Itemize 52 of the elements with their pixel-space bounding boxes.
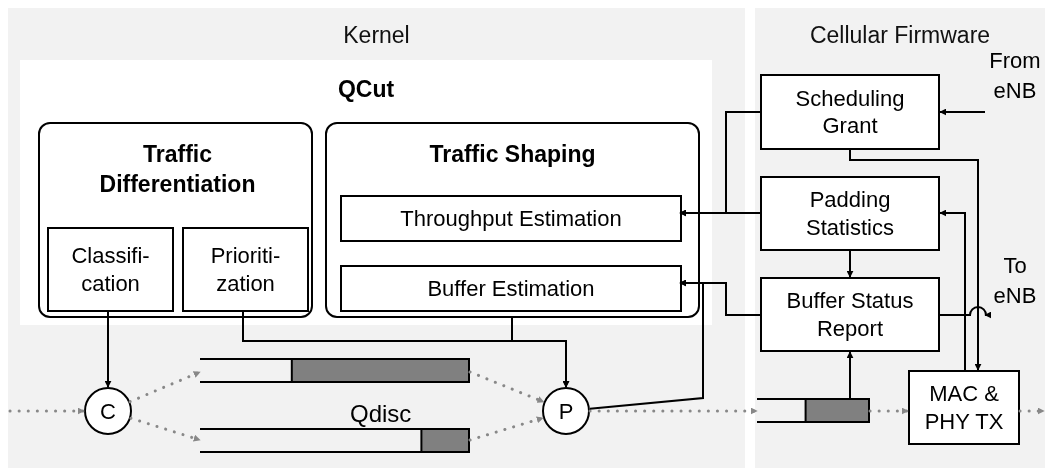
process-box <box>760 176 940 251</box>
dotted-arrow <box>129 416 202 442</box>
arrow <box>846 351 854 399</box>
heading: QCut <box>336 75 396 104</box>
process-box <box>47 227 174 312</box>
box-label: C <box>100 397 116 426</box>
arrow <box>939 209 966 371</box>
heading: Traffic Differentiation <box>98 140 257 199</box>
process-box <box>340 265 682 312</box>
process-box <box>182 227 309 312</box>
component-box <box>325 122 700 318</box>
queue-bar <box>200 428 470 453</box>
box-label: Buffer Status Report <box>785 287 915 342</box>
arrow <box>939 306 992 319</box>
box-label: P <box>558 397 574 426</box>
queue-label: Qdisc <box>350 399 412 429</box>
arrow <box>846 250 854 278</box>
firmware-panel <box>755 8 1045 468</box>
process-box <box>760 74 940 150</box>
arrow <box>679 209 761 217</box>
process-box <box>908 370 1020 445</box>
dotted-arrow <box>468 370 546 404</box>
box-label: Throughput Estimation <box>399 204 623 233</box>
dotted-arrow <box>128 370 202 404</box>
arrow <box>588 279 704 410</box>
io-label: To eNB <box>992 252 1038 310</box>
arrow <box>104 309 112 388</box>
dotted-arrow <box>588 407 759 415</box>
process-box <box>340 195 682 242</box>
io-label: From eNB <box>988 47 1042 105</box>
dotted-arrow <box>868 407 910 415</box>
component-box <box>38 122 313 318</box>
arrow <box>939 108 986 116</box>
queue-bar <box>200 358 470 383</box>
kernel-panel <box>8 8 745 468</box>
arrow <box>849 149 982 371</box>
module-box <box>20 60 712 325</box>
box-label: Padding Statistics <box>805 186 895 241</box>
box-label: MAC & PHY TX <box>923 380 1005 435</box>
heading: Traffic Shaping <box>428 140 597 169</box>
heading: Kernel <box>342 21 411 50</box>
dotted-arrow <box>1018 407 1045 415</box>
box-label: Buffer Estimation <box>426 274 596 303</box>
heading: Cellular Firmware <box>808 21 992 50</box>
box-label: Scheduling Grant <box>794 84 906 140</box>
process-box <box>760 277 940 352</box>
dotted-arrow <box>468 416 545 442</box>
box-label: Classifi- cation <box>70 242 151 297</box>
queue-bar <box>757 398 870 423</box>
arrow <box>511 317 570 388</box>
dotted-arrow <box>8 407 86 415</box>
box-label: Prioriti- zation <box>209 242 282 297</box>
